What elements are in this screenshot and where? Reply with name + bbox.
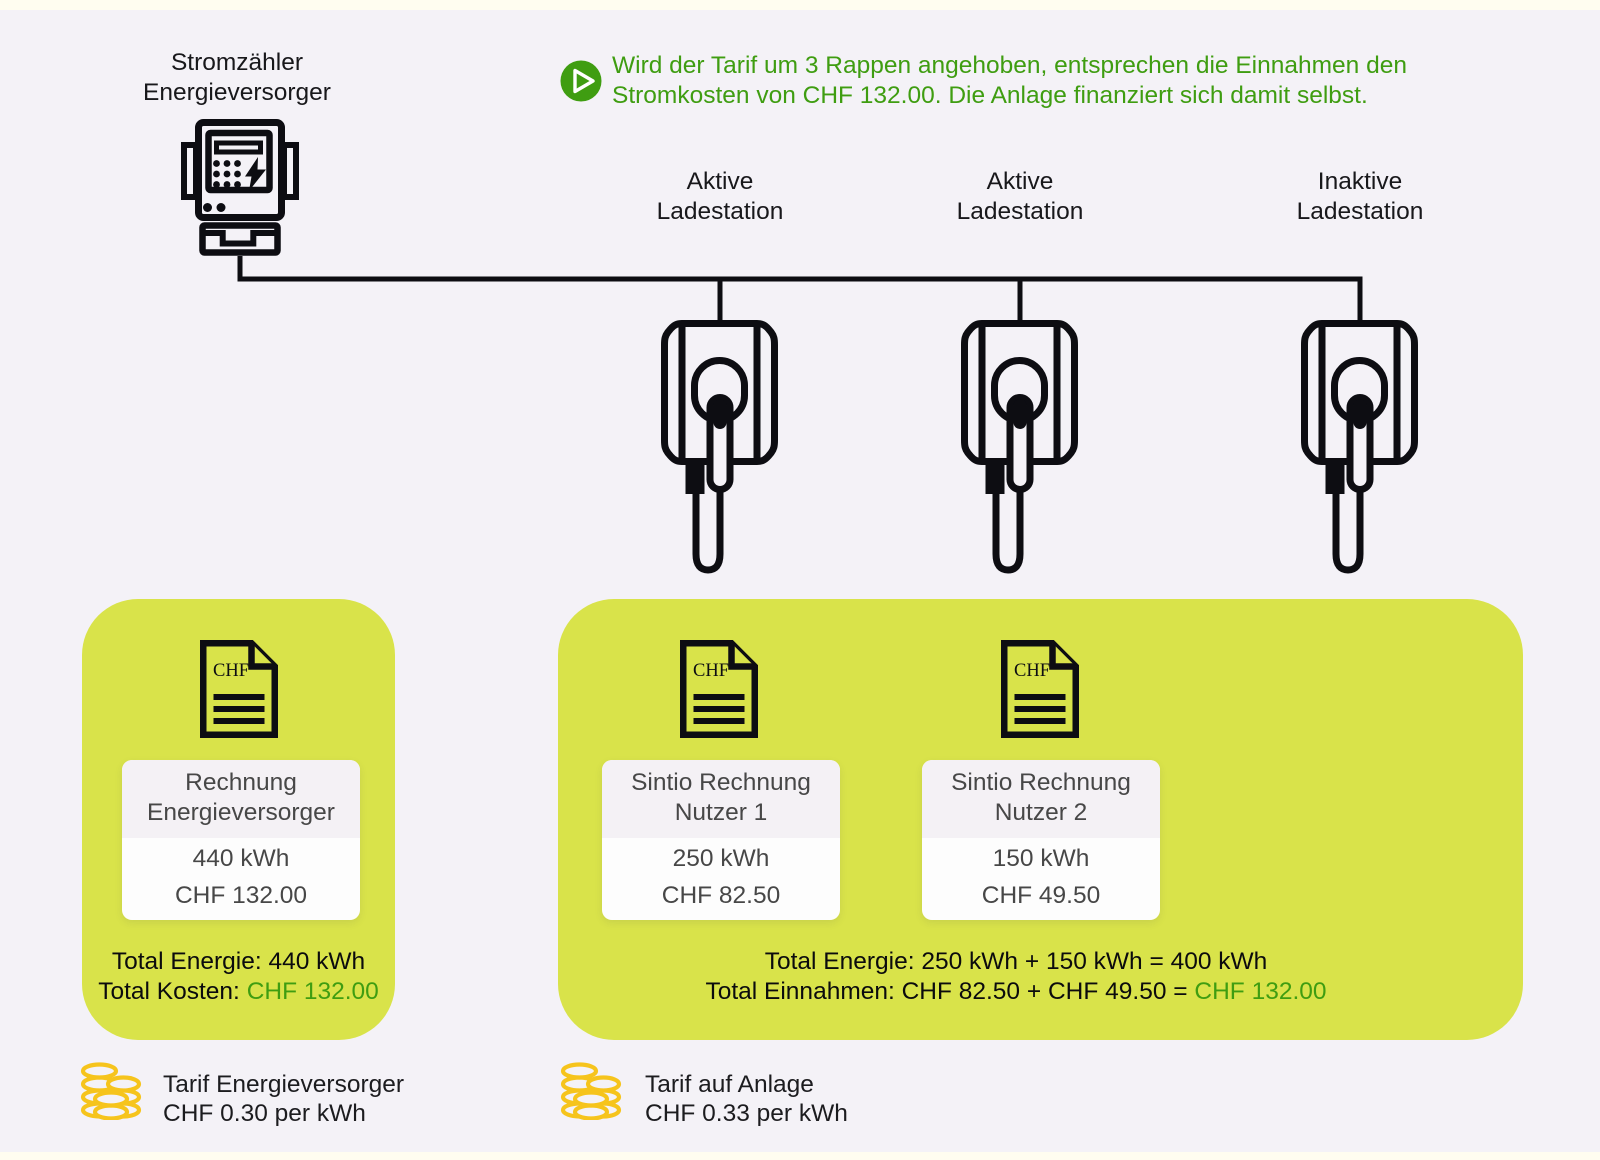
invoice-title-line2: Nutzer 1 (674, 799, 768, 826)
station-2-label-line1: Aktive (986, 168, 1054, 195)
invoice-card-title: Sintio Rechnung Nutzer 2 (922, 760, 1160, 838)
tariff-plant-text: Tarif auf Anlage CHF 0.33 per kWh (645, 1071, 848, 1128)
charging-station-icon-1 (661, 320, 778, 574)
stations-total-income: Total Einnahmen: CHF 82.50 + CHF 49.50 =… (560, 977, 1472, 1007)
stations-totals: Total Energie: 250 kWh + 150 kWh = 400 k… (560, 947, 1472, 1006)
coins-icon-supplier (80, 1062, 142, 1120)
invoice-doc-label: CHF (213, 661, 249, 681)
invoice-title-line1: Rechnung (185, 769, 297, 796)
invoice-energy: 250 kWh (672, 845, 770, 872)
invoice-amount: CHF 49.50 (981, 882, 1101, 909)
coins-icon-plant (560, 1062, 622, 1120)
annotation-line1: Wird der Tarif um 3 Rappen angehoben, en… (612, 52, 1407, 79)
stations-total-energy: Total Energie: 250 kWh + 150 kWh = 400 k… (764, 948, 1268, 975)
supplier-total-cost: Total Kosten:CHF 132.00 (82, 977, 395, 1007)
meter-label: Stromzähler Energieversorger (97, 48, 377, 108)
invoice-card-values: 440 kWh CHF 132.00 (122, 838, 360, 911)
invoice-card-values: 250 kWh CHF 82.50 (602, 838, 840, 911)
invoice-card-title: Sintio Rechnung Nutzer 1 (602, 760, 840, 838)
bottom-strip (0, 1152, 1600, 1160)
station-2-label-line2: Ladestation (956, 198, 1084, 225)
tariff-supplier-line2: CHF 0.30 per kWh (163, 1099, 366, 1127)
invoice-document-icon-3: CHF (1001, 640, 1079, 738)
meter-keypad-dots (203, 160, 241, 212)
stations-total-income-value: CHF 132.00 (1194, 977, 1327, 1005)
supplier-total-cost-label: Total Kosten: (98, 977, 240, 1005)
charging-station-icon-2 (961, 320, 1078, 574)
meter-label-line1: Stromzähler (170, 49, 304, 76)
tariff-supplier-line1: Tarif Energieversorger (163, 1071, 405, 1098)
station-1-label-line1: Aktive (686, 168, 754, 195)
invoice-doc-label: CHF (693, 661, 729, 681)
invoice-document-icon-1: CHF (200, 640, 278, 738)
station-3-label-line2: Ladestation (1296, 198, 1424, 225)
supplier-totals: Total Energie: 440 kWh Total Kosten:CHF … (82, 947, 395, 1006)
top-strip (0, 0, 1600, 10)
charging-station-icon-3 (1301, 320, 1418, 574)
play-icon (560, 60, 602, 102)
tariff-supplier-text: Tarif Energieversorger CHF 0.30 per kWh (163, 1071, 404, 1128)
station-1-label: Aktive Ladestation (600, 167, 840, 227)
invoice-amount: CHF 82.50 (661, 882, 781, 909)
tariff-plant-line1: Tarif auf Anlage (645, 1071, 814, 1098)
invoice-title-line1: Sintio Rechnung (631, 769, 811, 796)
invoice-card-user2: Sintio Rechnung Nutzer 2 150 kWh CHF 49.… (922, 760, 1160, 920)
invoice-document-icon-2: CHF (680, 640, 758, 738)
electricity-meter-icon (181, 119, 299, 256)
invoice-card-values: 150 kWh CHF 49.50 (922, 838, 1160, 911)
station-3-label: Inaktive Ladestation (1240, 167, 1480, 227)
lightning-bolt-icon (245, 157, 266, 191)
invoice-card-supplier: Rechnung Energieversorger 440 kWh CHF 13… (122, 760, 360, 920)
supplier-total-cost-value: CHF 132.00 (246, 977, 379, 1005)
invoice-card-title: Rechnung Energieversorger (122, 760, 360, 838)
annotation-text: Wird der Tarif um 3 Rappen angehoben, en… (612, 51, 1442, 111)
annotation-line2: Stromkosten von CHF 132.00. Die Anlage f… (612, 82, 1368, 109)
invoice-energy: 440 kWh (192, 845, 290, 872)
invoice-title-line2: Nutzer 2 (994, 799, 1088, 826)
supplier-total-energy: Total Energie: 440 kWh (111, 948, 366, 975)
station-3-label-line1: Inaktive (1317, 168, 1403, 195)
station-1-label-line2: Ladestation (656, 198, 784, 225)
meter-label-line2: Energieversorger (143, 79, 331, 106)
stations-total-income-label: Total Einnahmen: CHF 82.50 + CHF 49.50 = (705, 977, 1188, 1005)
invoice-title-line2: Energieversorger (147, 799, 335, 826)
station-2-label: Aktive Ladestation (900, 167, 1140, 227)
invoice-energy: 150 kWh (992, 845, 1090, 872)
invoice-amount: CHF 132.00 (174, 882, 308, 909)
invoice-title-line1: Sintio Rechnung (951, 769, 1131, 796)
invoice-card-user1: Sintio Rechnung Nutzer 1 250 kWh CHF 82.… (602, 760, 840, 920)
invoice-doc-label: CHF (1014, 661, 1050, 681)
tariff-plant-line2: CHF 0.33 per kWh (645, 1099, 848, 1127)
